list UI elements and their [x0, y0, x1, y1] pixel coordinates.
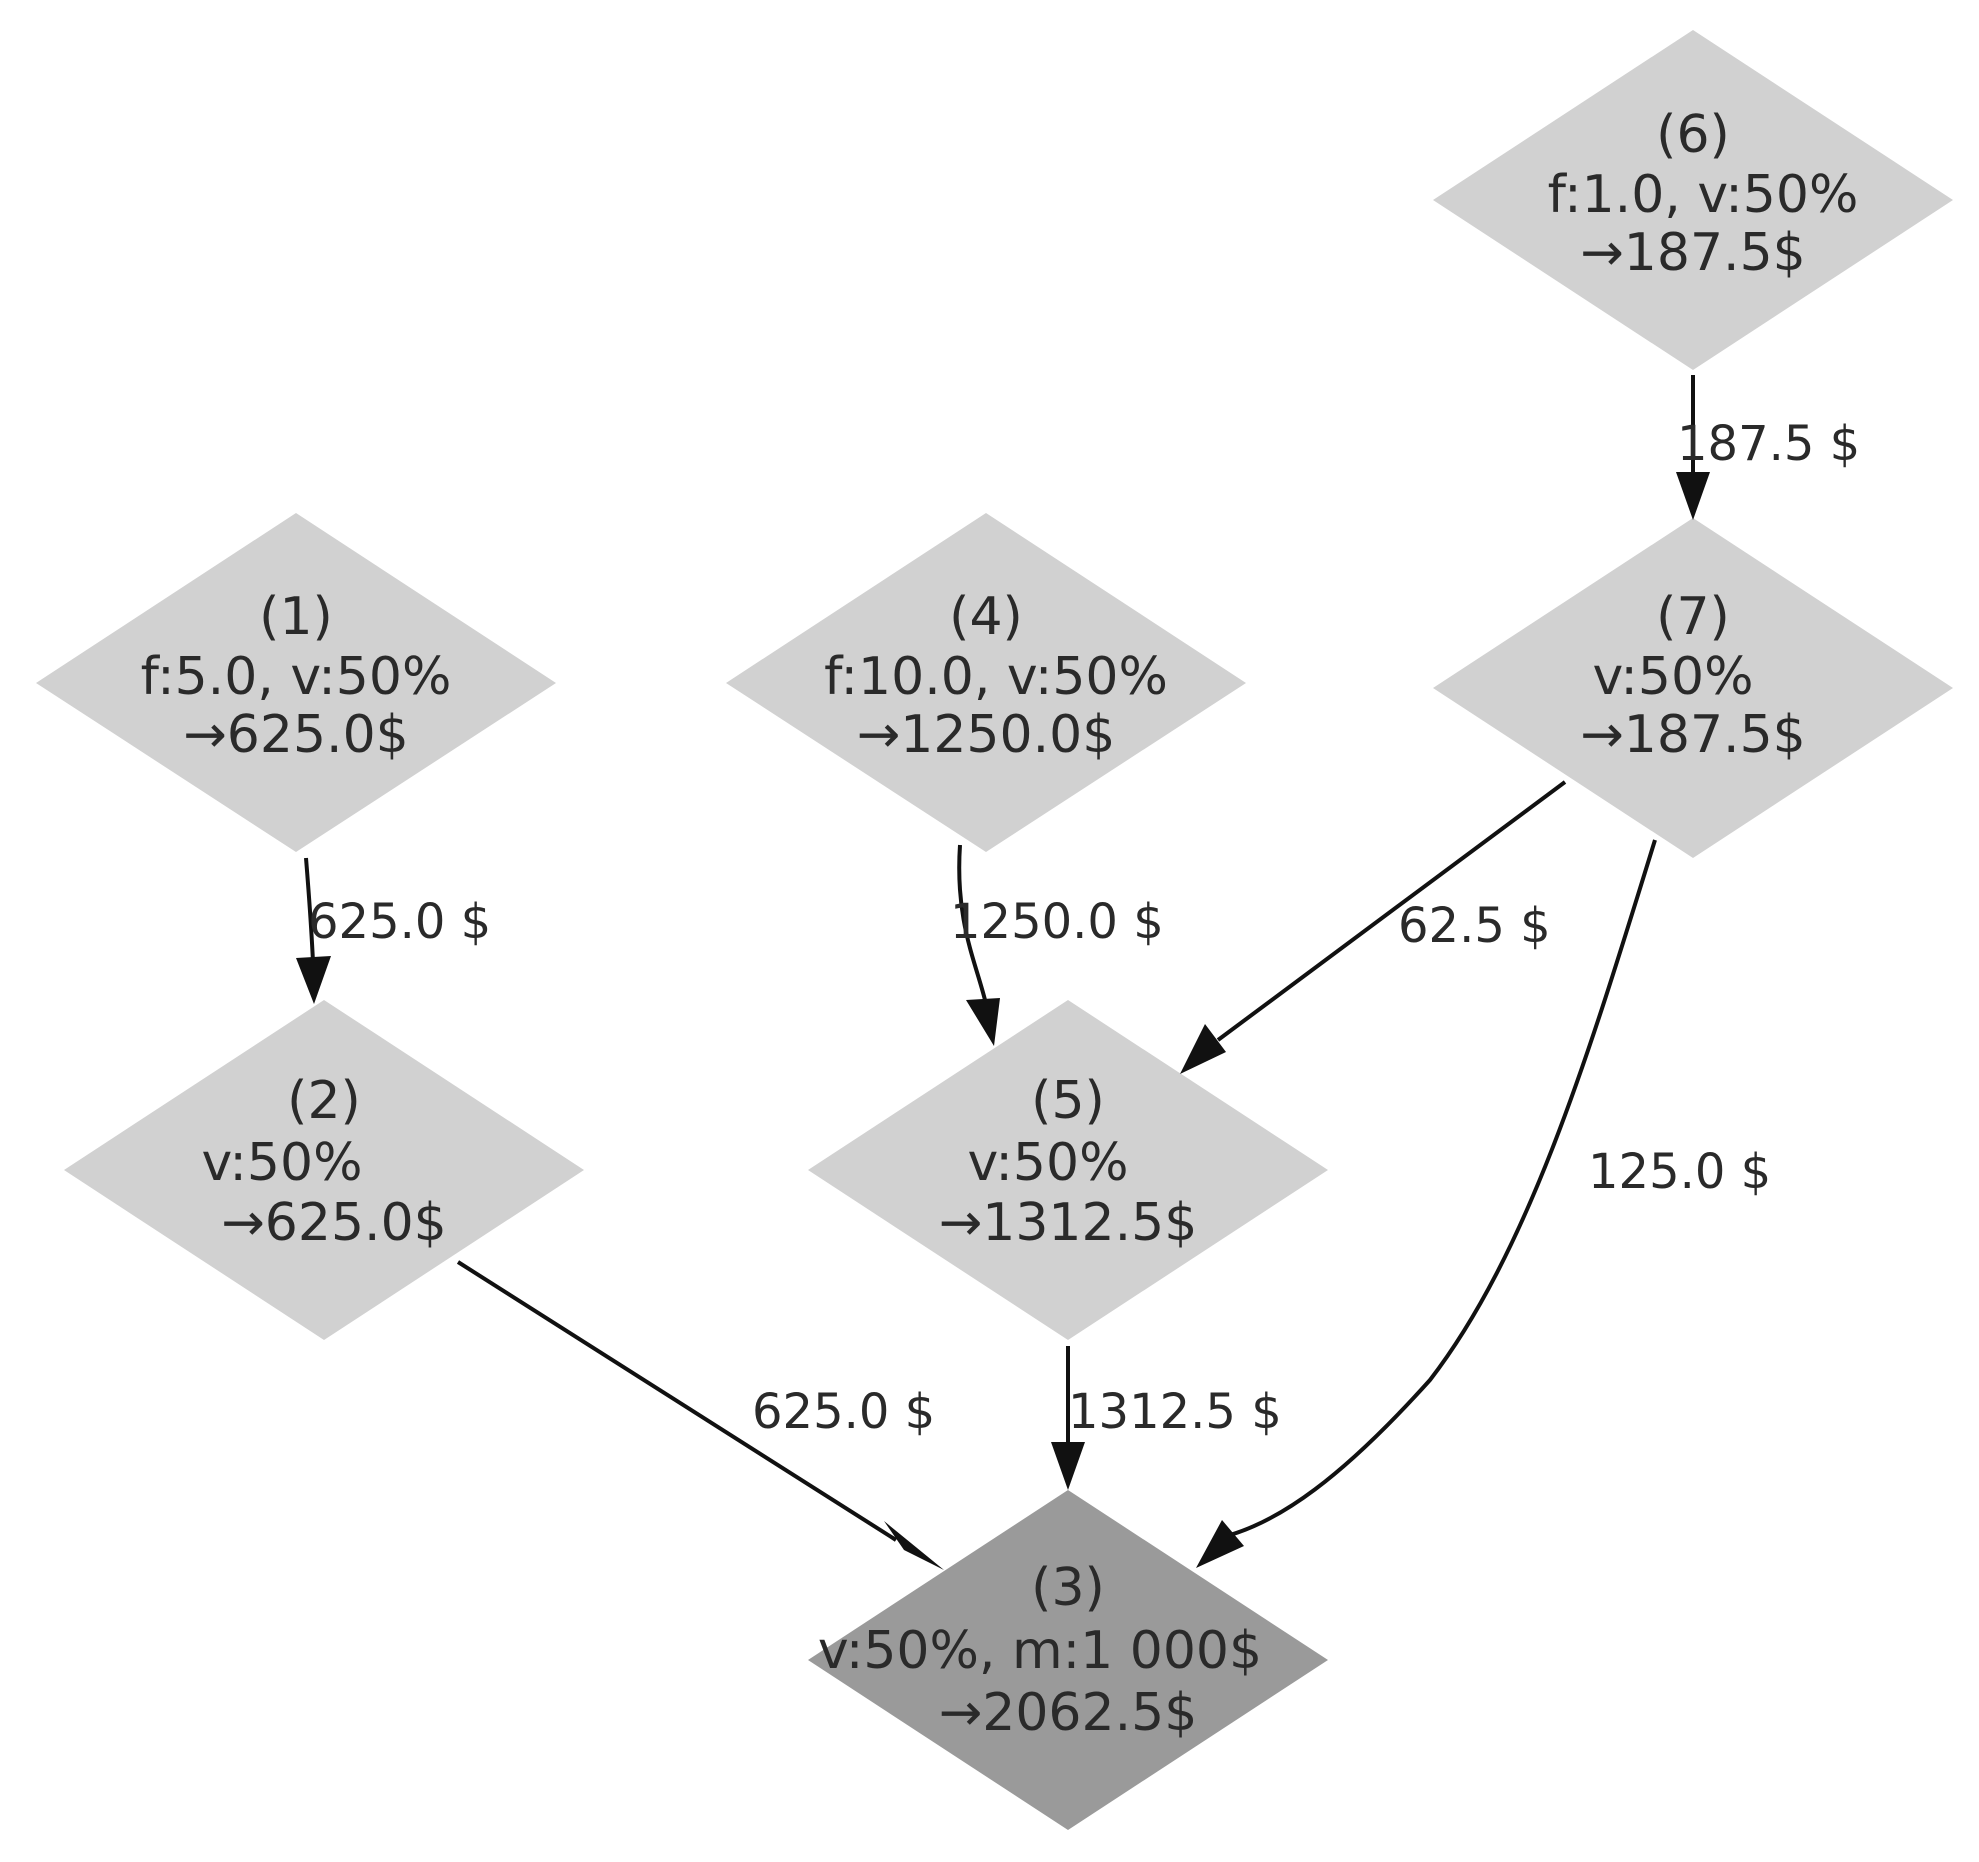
node-1: (1) f:5.0, v:50% →625.0$ — [36, 513, 556, 852]
edge-7-to-3-line — [1229, 839, 1657, 1537]
edge-4-to-5-arrowhead — [966, 998, 1000, 1046]
edge-1-to-2-arrowhead — [296, 956, 331, 1004]
node-6-params: f:1.0, v:50% — [1548, 165, 1859, 225]
node-7-id: (7) — [1656, 587, 1730, 647]
node-3-output: →2062.5$ — [939, 1683, 1198, 1743]
node-1-id: (1) — [259, 587, 333, 647]
node-4-output: →1250.0$ — [857, 705, 1116, 765]
node-2: (2) v:50% →625.0$ — [64, 1000, 584, 1340]
node-4-shape — [726, 513, 1246, 852]
node-2-shape — [64, 1000, 584, 1340]
edge-7-to-3-label: 125.0 $ — [1588, 1144, 1771, 1200]
node-5-params: v:50% — [967, 1133, 1128, 1193]
node-6-id: (6) — [1656, 105, 1730, 165]
edge-1-to-2: 625.0 $ — [296, 857, 491, 1004]
node-3-shape — [808, 1490, 1328, 1830]
edge-4-to-5: 1250.0 $ — [950, 844, 1164, 1046]
edge-6-to-7: 187.5 $ — [1676, 375, 1860, 520]
edge-2-to-3: 625.0 $ — [456, 1260, 944, 1570]
edge-5-to-3-arrowhead — [1051, 1442, 1085, 1490]
node-5-id: (5) — [1031, 1071, 1105, 1131]
node-5-output: →1312.5$ — [939, 1193, 1198, 1253]
edge-7-to-5: 62.5 $ — [1180, 780, 1567, 1074]
node-3-id: (3) — [1031, 1558, 1105, 1618]
edge-1-to-2-label: 625.0 $ — [308, 894, 491, 950]
edge-7-to-5-label: 62.5 $ — [1398, 898, 1551, 954]
node-2-params: v:50% — [201, 1133, 362, 1193]
node-7-shape — [1433, 518, 1953, 858]
edge-4-to-5-label: 1250.0 $ — [950, 894, 1164, 950]
node-1-params: f:5.0, v:50% — [141, 647, 452, 707]
edge-7-to-3-arrowhead — [1196, 1520, 1244, 1568]
node-4: (4) f:10.0, v:50% →1250.0$ — [726, 513, 1246, 852]
edge-2-to-3-arrowhead — [884, 1521, 944, 1570]
edge-5-to-3-label: 1312.5 $ — [1068, 1384, 1282, 1440]
node-5: (5) v:50% →1312.5$ — [808, 1000, 1328, 1340]
node-1-output: →625.0$ — [183, 705, 409, 765]
node-2-output: →625.0$ — [221, 1193, 447, 1253]
edge-2-to-3-line — [456, 1260, 898, 1542]
edge-6-to-7-label: 187.5 $ — [1677, 416, 1860, 472]
node-5-shape — [808, 1000, 1328, 1340]
node-4-id: (4) — [949, 587, 1023, 647]
edge-4-to-5-line — [957, 844, 987, 1001]
edge-2-to-3-label: 625.0 $ — [752, 1384, 935, 1440]
edge-6-to-7-arrowhead — [1676, 472, 1710, 520]
node-6-output: →187.5$ — [1580, 223, 1806, 283]
node-1-shape — [36, 513, 556, 852]
node-6: (6) f:1.0, v:50% →187.5$ — [1433, 30, 1953, 370]
edge-7-to-5-arrowhead — [1180, 1024, 1226, 1074]
node-3-params: v:50%, m:1 000$ — [818, 1621, 1262, 1681]
edge-7-to-3: 125.0 $ — [1196, 839, 1771, 1568]
edge-1-to-2-line — [304, 857, 315, 963]
node-7-params: v:50% — [1592, 647, 1753, 707]
edge-7-to-5-line — [1216, 780, 1567, 1042]
node-2-id: (2) — [287, 1071, 361, 1131]
node-7-output: →187.5$ — [1580, 705, 1806, 765]
node-4-params: f:10.0, v:50% — [824, 647, 1168, 707]
edge-5-to-3: 1312.5 $ — [1051, 1346, 1282, 1490]
node-6-shape — [1433, 30, 1953, 370]
node-3: (3) v:50%, m:1 000$ →2062.5$ — [808, 1490, 1328, 1830]
node-7: (7) v:50% →187.5$ — [1433, 518, 1953, 858]
